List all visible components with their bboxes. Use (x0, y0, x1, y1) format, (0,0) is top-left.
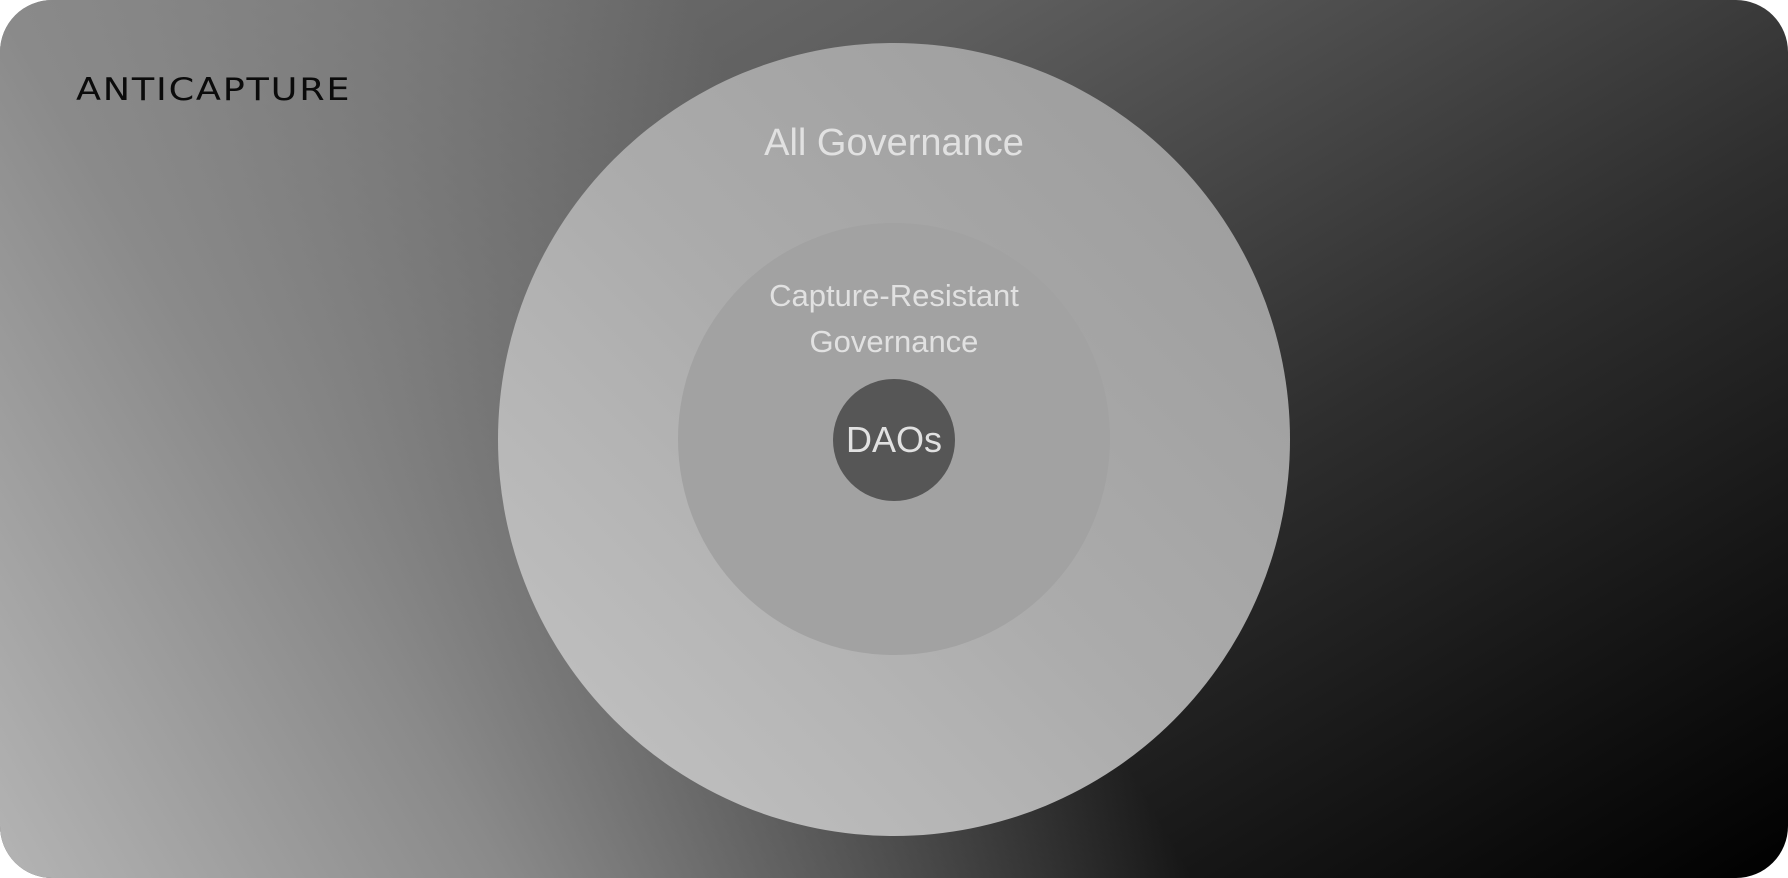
all-governance-label: All Governance (764, 122, 1024, 164)
anticapture-logo: ANTICAPTURE (76, 72, 352, 108)
daos-label: DAOs (845, 419, 942, 460)
daos-circle (833, 379, 955, 501)
capture-resistant-label-line1: Capture-Resistant (769, 278, 1019, 313)
capture-resistant-label-line2: Governance (809, 324, 979, 359)
